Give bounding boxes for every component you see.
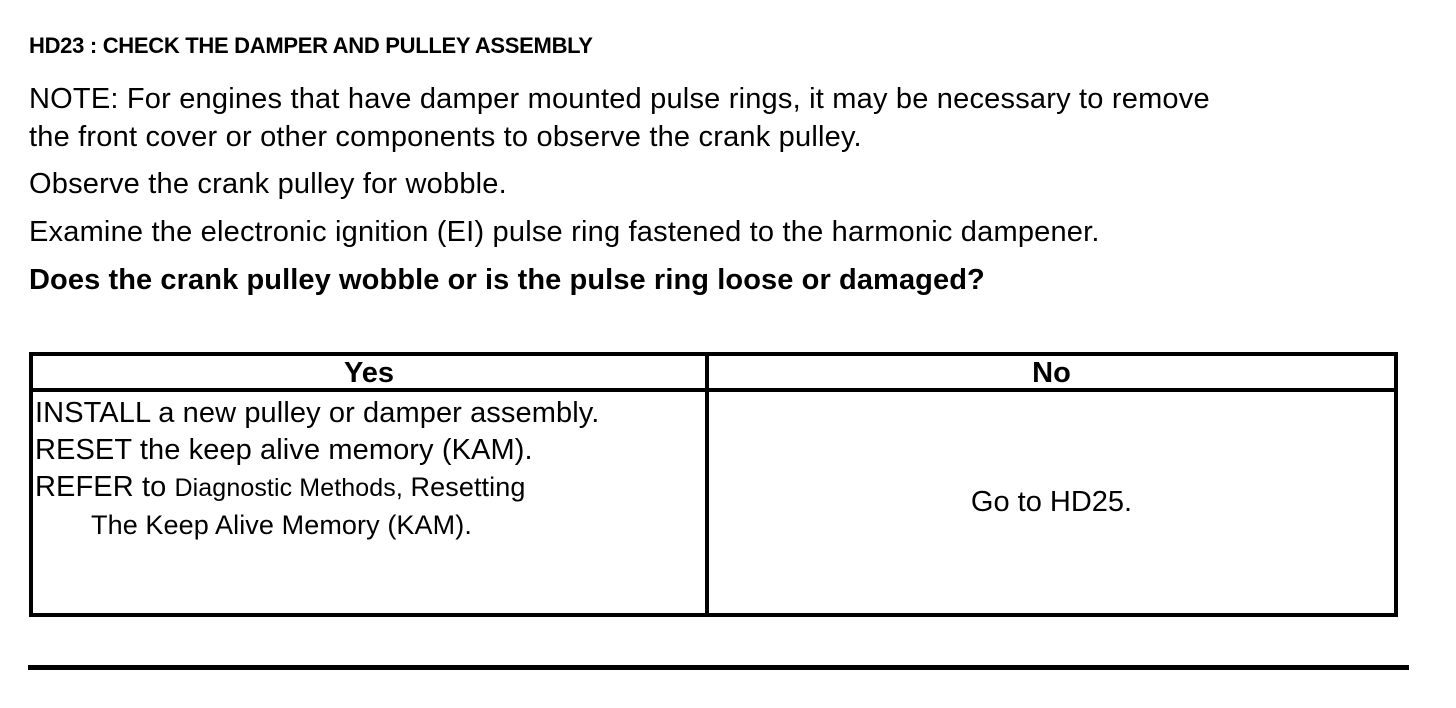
page-bottom-rule bbox=[28, 665, 1409, 670]
yes-header-cell: Yes bbox=[33, 356, 709, 389]
document-page: HD23 : CHECK THE DAMPER AND PULLEY ASSEM… bbox=[0, 33, 1456, 708]
table-header-row: Yes No bbox=[33, 356, 1394, 392]
examine-paragraph: Examine the electronic ignition (EI) pul… bbox=[29, 216, 1100, 248]
question-paragraph: Does the crank pulley wobble or is the p… bbox=[29, 264, 985, 296]
note-paragraph: NOTE: For engines that have damper mount… bbox=[29, 83, 1210, 153]
yes-instruction-line-2: RESET the keep alive memory (KAM). bbox=[35, 434, 533, 466]
yes-instruction-line-4: The Keep Alive Memory (KAM). bbox=[91, 510, 472, 540]
no-header-cell: No bbox=[1032, 357, 1071, 389]
answer-table: Yes No INSTALL a new pulley or damper as… bbox=[29, 352, 1398, 617]
yes-instruction-line-1: INSTALL a new pulley or damper assembly. bbox=[35, 397, 600, 429]
refer-prefix-text: REFER to bbox=[35, 471, 175, 503]
page-title: HD23 : CHECK THE DAMPER AND PULLEY ASSEM… bbox=[29, 33, 593, 58]
yes-cell: INSTALL a new pulley or damper assembly.… bbox=[33, 392, 709, 613]
reference-title-text: Diagnostic Methods, bbox=[174, 474, 403, 502]
no-cell: Go to HD25. bbox=[709, 392, 1394, 613]
no-cell-text: Go to HD25. bbox=[970, 486, 1133, 518]
table-body-row: INSTALL a new pulley or damper assembly.… bbox=[33, 392, 1394, 613]
yes-instruction-line-3: REFER to Diagnostic Methods, Resetting bbox=[35, 469, 705, 507]
reference-section-text: Resetting bbox=[402, 472, 526, 502]
observe-paragraph: Observe the crank pulley for wobble. bbox=[29, 168, 507, 200]
